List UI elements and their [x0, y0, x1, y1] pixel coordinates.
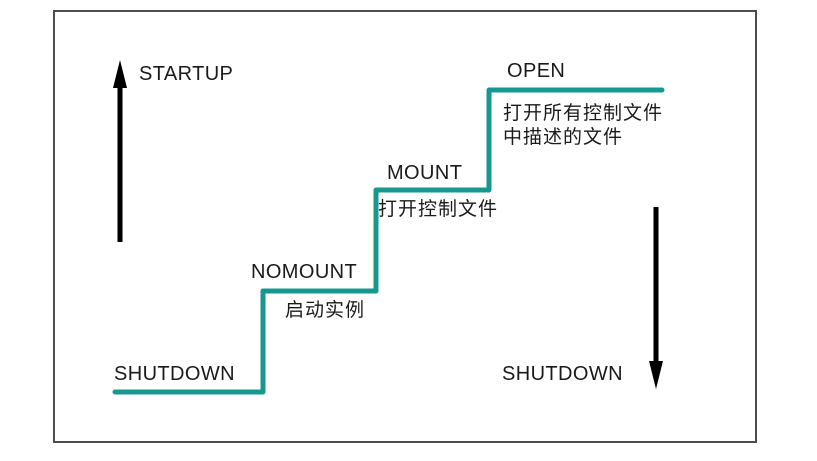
shutdown-label-right: SHUTDOWN	[502, 363, 623, 385]
stage-annotation-nomount: 启动实例	[285, 300, 366, 321]
diagram-frame-border	[53, 10, 757, 443]
stage-label-shutdown: SHUTDOWN	[114, 363, 235, 385]
stage-label-open: OPEN	[507, 60, 566, 82]
stage-annotation-open: 打开所有控制文件 中描述的文件	[503, 103, 664, 148]
startup-label: STARTUP	[139, 63, 234, 85]
stage-label-mount: MOUNT	[387, 162, 463, 184]
stage-staircase-line	[112, 87, 665, 395]
stage-label-nomount: NOMOUNT	[251, 261, 358, 283]
startup-arrow-up-icon	[113, 60, 127, 242]
stage-annotation-mount: 打开控制文件	[378, 199, 499, 220]
shutdown-arrow-down-icon	[649, 207, 663, 389]
